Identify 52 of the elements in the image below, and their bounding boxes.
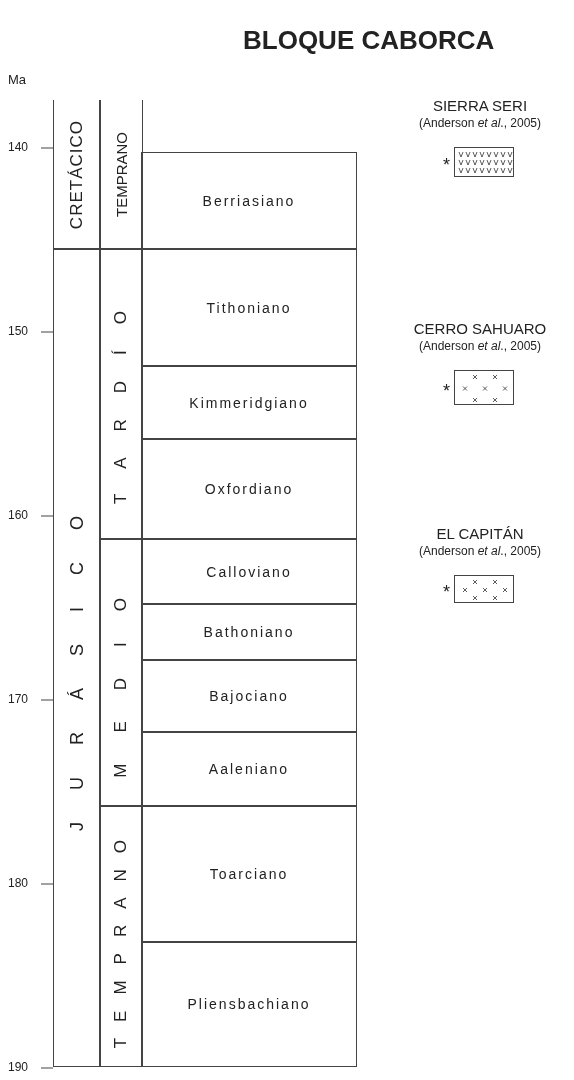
locality-name: CERRO SAHUARO bbox=[412, 320, 548, 337]
epoch-band bbox=[99, 538, 143, 807]
asterisk-mark: * bbox=[443, 381, 450, 400]
epoch-label: TEMPRANO bbox=[111, 823, 131, 1049]
stage-band bbox=[141, 659, 357, 733]
stage-band bbox=[141, 941, 357, 1067]
rock-pattern-box bbox=[454, 147, 514, 177]
asterisk-mark: * bbox=[443, 583, 450, 601]
stage-label: Kimmeridgiano bbox=[189, 394, 309, 411]
tick-label: 190 bbox=[8, 1060, 29, 1074]
stage-band bbox=[141, 538, 357, 605]
period-band bbox=[53, 248, 101, 1067]
stage-band bbox=[141, 805, 357, 943]
stage-band bbox=[141, 438, 357, 540]
epoch-label: TARDÍO bbox=[111, 284, 131, 504]
stage-label: Pliensbachiano bbox=[187, 996, 311, 1012]
period-label: CRETÁCICO bbox=[67, 119, 87, 230]
tick-label: 150 bbox=[8, 324, 29, 338]
tick-label: 160 bbox=[8, 508, 29, 522]
diagram-title: BLOQUE CABORCA bbox=[243, 25, 495, 56]
stage-label: Calloviano bbox=[206, 563, 292, 580]
tick-label: 180 bbox=[8, 876, 29, 890]
epoch-label: TEMPRANO bbox=[112, 132, 130, 217]
stage-band bbox=[141, 248, 357, 367]
stage-band bbox=[141, 603, 357, 661]
rock-pattern-box bbox=[454, 575, 514, 603]
epoch-label: MEDIO bbox=[111, 567, 131, 778]
stage-band bbox=[141, 152, 357, 250]
tick-label: 140 bbox=[8, 140, 29, 154]
period-band bbox=[53, 100, 101, 250]
tick-label: 170 bbox=[8, 692, 29, 706]
stage-label: Bajociano bbox=[209, 688, 289, 704]
reference-text: (Anderson et al., 2005) bbox=[417, 116, 543, 130]
stage-label: Oxfordiano bbox=[204, 481, 294, 497]
asterisk-mark: * bbox=[443, 156, 450, 174]
epoch-band bbox=[99, 100, 143, 250]
axis-unit: Ma bbox=[8, 72, 27, 87]
stage-label: Toarciano bbox=[209, 866, 289, 882]
reference-text: (Anderson et al., 2005) bbox=[417, 339, 543, 353]
stage-label: Bathoniano bbox=[203, 624, 295, 640]
period-label: JURÁSICO bbox=[66, 484, 88, 831]
rock-pattern-box bbox=[454, 370, 514, 405]
epoch-band bbox=[99, 805, 143, 1067]
stage-label: Aaleniano bbox=[208, 761, 290, 777]
reference-text: (Anderson et al., 2005) bbox=[417, 544, 543, 558]
epoch-band bbox=[99, 248, 143, 540]
stage-label: Berriasiano bbox=[202, 193, 296, 209]
stage-band bbox=[141, 365, 357, 440]
stage-label: Tithoniano bbox=[206, 299, 292, 316]
stage-band bbox=[141, 731, 357, 807]
locality-name: SIERRA SERI bbox=[431, 97, 529, 114]
locality-name: EL CAPITÁN bbox=[435, 525, 525, 542]
